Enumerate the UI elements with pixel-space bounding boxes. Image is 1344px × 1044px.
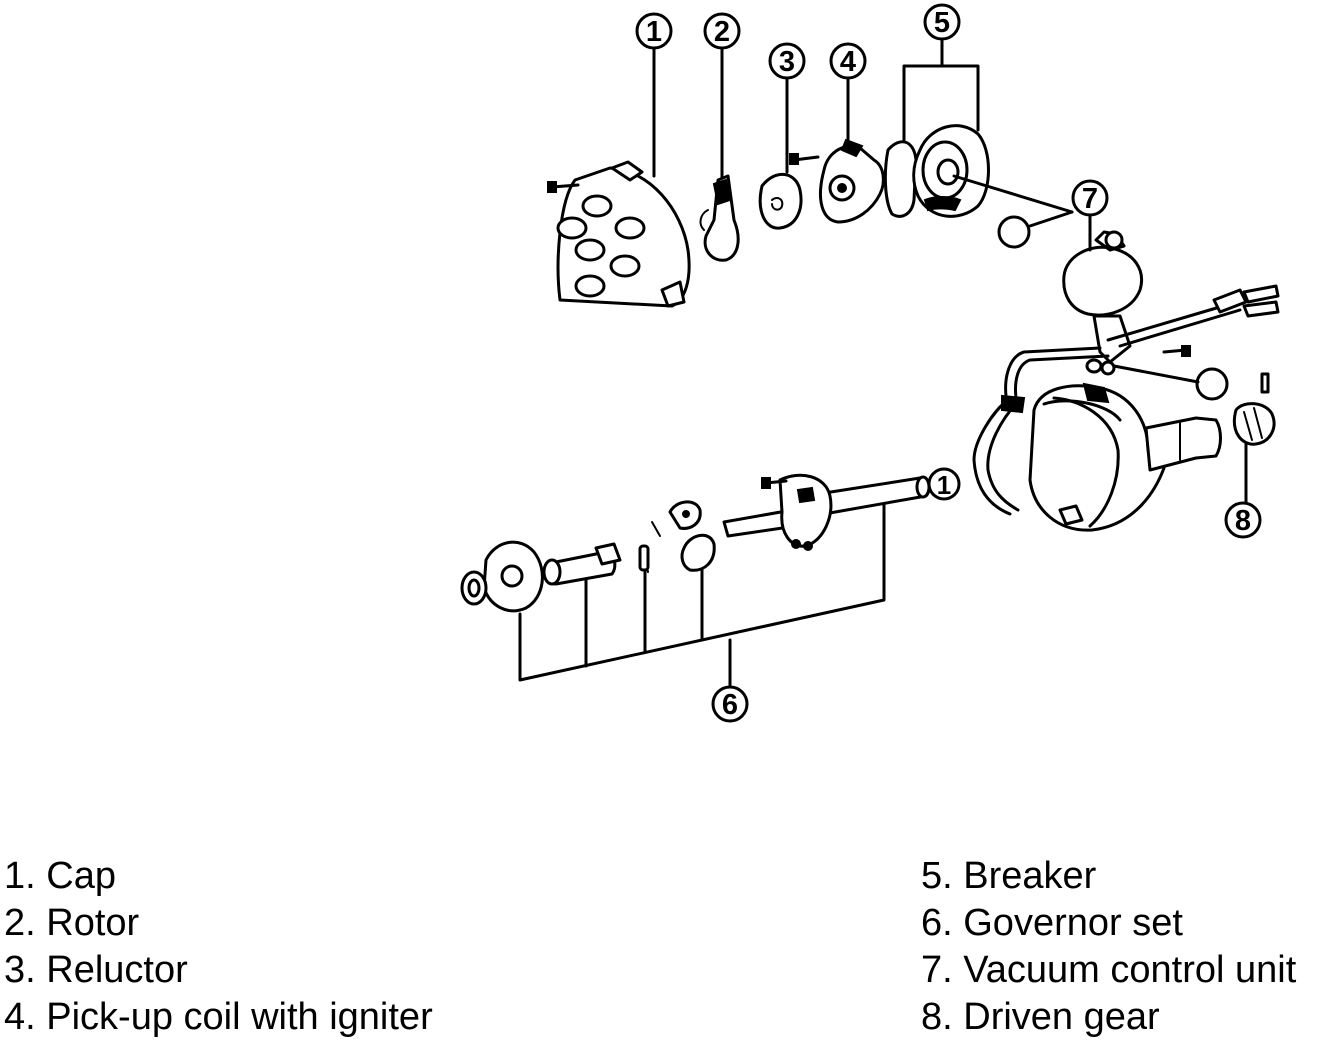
legend-item-reluctor: 3. Reluctor [4, 949, 188, 991]
callout-3: 3 [768, 42, 806, 80]
legend-left-column: 1. Cap 2. Rotor 3. Reluctor 4. Pick-up c… [4, 853, 433, 1041]
pickup-coil-illustration [819, 138, 885, 224]
callout-4: 4 [829, 42, 867, 80]
svg-text:1: 1 [937, 470, 951, 500]
legend-right-column: 5. Breaker 6. Governor set 7. Vacuum con… [921, 853, 1296, 1041]
legend-item-cap: 1. Cap [4, 855, 116, 897]
svg-text:7: 7 [1082, 183, 1098, 215]
svg-text:4: 4 [840, 46, 856, 78]
svg-text:1: 1 [646, 16, 662, 48]
svg-text:6: 6 [722, 689, 738, 721]
callout-2: 2 [703, 12, 741, 50]
legend-item-driven-gear: 8. Driven gear [921, 996, 1160, 1038]
legend-item-governor-set: 6. Governor set [921, 902, 1183, 944]
callout-8: 8 [1224, 501, 1262, 539]
vacuum-control-unit-illustration [1062, 230, 1143, 364]
callout-6: 6 [711, 685, 749, 723]
cap-illustration [547, 160, 691, 308]
callout-5: 5 [923, 3, 961, 41]
legend-item-vacuum-control-unit: 7. Vacuum control unit [921, 949, 1297, 991]
svg-text:3: 3 [779, 46, 795, 78]
driven-gear-illustration [1233, 402, 1276, 446]
reluctor-illustration [758, 173, 803, 230]
callout-1: 1 [635, 12, 673, 50]
breaker-illustration [883, 124, 990, 218]
rotor-illustration [699, 174, 740, 262]
svg-text:5: 5 [934, 7, 950, 39]
distributor-housing-illustration [1028, 382, 1222, 532]
legend-item-breaker: 5. Breaker [921, 855, 1097, 897]
callout-7: 7 [1071, 179, 1109, 217]
legend-item-pickup-coil: 4. Pick-up coil with igniter [4, 996, 433, 1038]
svg-text:8: 8 [1235, 505, 1251, 537]
legend-item-rotor: 2. Rotor [4, 902, 140, 944]
callout-1-shaft: 1 [927, 467, 961, 501]
svg-text:2: 2 [714, 16, 730, 48]
governor-shaft-illustration [722, 473, 931, 551]
